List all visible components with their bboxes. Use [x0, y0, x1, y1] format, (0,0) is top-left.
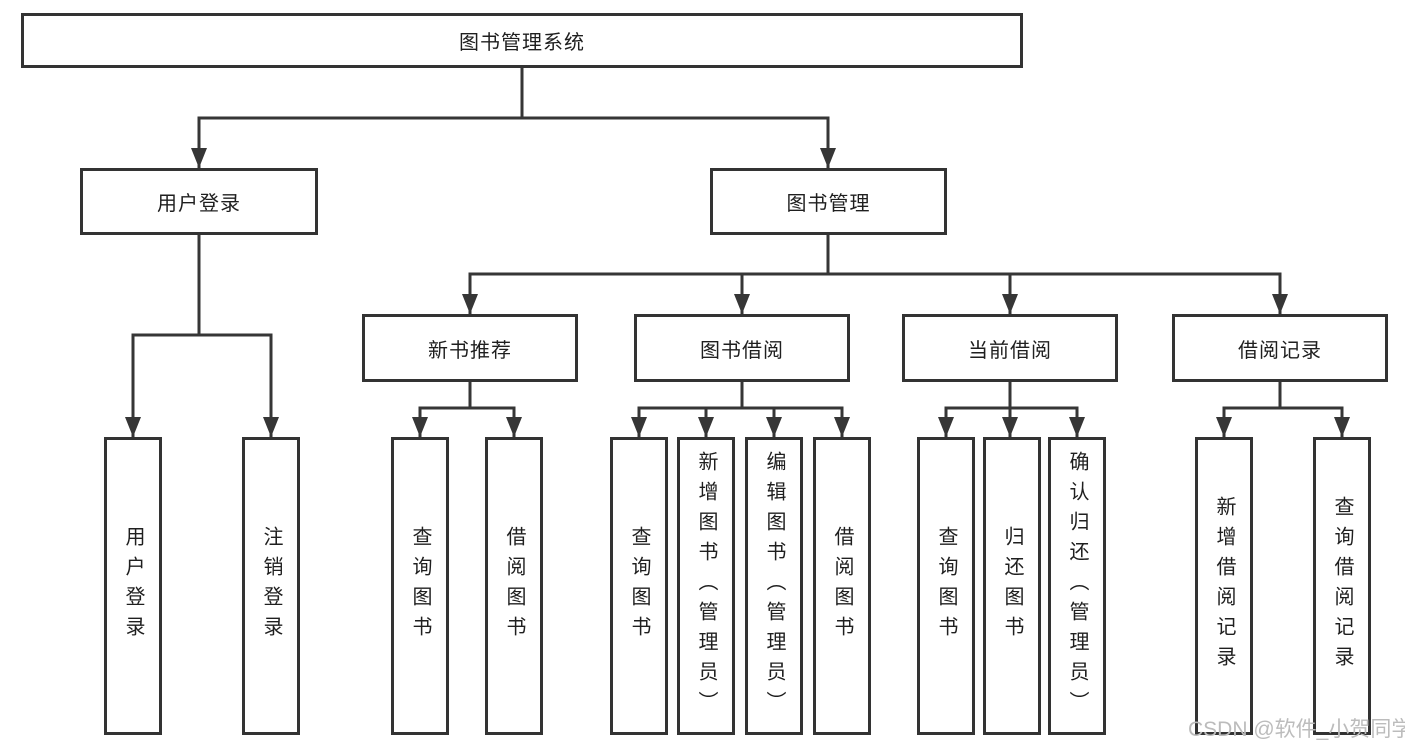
leaf-add-borrow-record-label: 新增借阅记录: [1213, 496, 1235, 676]
leaf-logout-label: 注销登录: [260, 526, 282, 646]
leaf-borrow-books-2: 借阅图书: [813, 437, 871, 735]
arrowhead: [734, 294, 750, 314]
node-book-borrowing: 图书借阅: [634, 314, 850, 382]
node-book-borrowing-label: 图书借阅: [700, 339, 784, 362]
arrowhead: [938, 417, 954, 437]
leaf-query-borrow-record: 查询借阅记录: [1313, 437, 1371, 735]
node-borrow-records-label: 借阅记录: [1238, 339, 1322, 362]
arrowhead: [263, 417, 279, 437]
leaf-return-books-label: 归还图书: [1001, 526, 1023, 646]
arrowhead: [698, 417, 714, 437]
node-book-mgmt-label: 图书管理: [786, 193, 871, 215]
leaf-query-books-1: 查询图书: [391, 437, 449, 735]
leaf-add-book-admin-label: 新增图书（管理员）: [695, 451, 717, 721]
arrowhead: [820, 148, 836, 168]
node-new-book-rec: 新书推荐: [362, 314, 578, 382]
connector-book-borrow-group: [637, 382, 844, 437]
leaf-query-books-3: 查询图书: [917, 437, 975, 735]
leaf-edit-book-admin-label: 编辑图书（管理员）: [763, 451, 785, 721]
node-root-label: 图书管理系统: [459, 32, 585, 54]
leaf-confirm-return-admin-label: 确认归还（管理员）: [1066, 451, 1088, 721]
arrowhead: [631, 417, 647, 437]
arrowhead: [506, 417, 522, 437]
node-root: 图书管理系统: [21, 13, 1023, 68]
arrowhead: [125, 417, 141, 437]
leaf-user-login: 用户登录: [104, 437, 162, 735]
leaf-query-books-3-label: 查询图书: [935, 526, 957, 646]
leaf-query-borrow-record-label: 查询借阅记录: [1331, 496, 1353, 676]
leaf-edit-book-admin: 编辑图书（管理员）: [745, 437, 803, 735]
leaf-query-books-2-label: 查询图书: [628, 526, 650, 646]
connector-user-login-bus: [131, 333, 273, 437]
leaf-borrow-books-1: 借阅图书: [485, 437, 543, 735]
leaf-borrow-books-1-label: 借阅图书: [503, 526, 525, 646]
arrowhead: [766, 417, 782, 437]
arrowhead: [1334, 417, 1350, 437]
leaf-add-borrow-record: 新增借阅记录: [1195, 437, 1253, 735]
node-book-mgmt: 图书管理: [710, 168, 947, 235]
connector-level2-bus: [197, 116, 830, 168]
arrowhead: [462, 294, 478, 314]
connector-new-book-group: [418, 382, 516, 437]
arrowhead: [1002, 294, 1018, 314]
csdn-watermark: CSDN @软件_小贺同学: [1188, 718, 1405, 741]
arrowhead: [1069, 417, 1085, 437]
node-user-login: 用户登录: [80, 168, 318, 235]
arrowhead: [191, 148, 207, 168]
leaf-confirm-return-admin: 确认归还（管理员）: [1048, 437, 1106, 735]
leaf-logout: 注销登录: [242, 437, 300, 735]
leaf-user-login-label: 用户登录: [122, 526, 144, 646]
connector-borrow-record-group: [1222, 382, 1344, 437]
arrowhead: [1272, 294, 1288, 314]
node-current-borrowing: 当前借阅: [902, 314, 1118, 382]
leaf-query-books-2: 查询图书: [610, 437, 668, 735]
connector-level3-bus: [468, 272, 1282, 314]
arrowhead: [1002, 417, 1018, 437]
node-new-book-rec-label: 新书推荐: [428, 339, 512, 362]
leaf-borrow-books-2-label: 借阅图书: [831, 526, 853, 646]
arrowhead: [1216, 417, 1232, 437]
node-user-login-label: 用户登录: [157, 193, 241, 215]
leaf-query-books-1-label: 查询图书: [409, 526, 431, 646]
arrowhead: [412, 417, 428, 437]
node-borrow-records: 借阅记录: [1172, 314, 1388, 382]
arrowhead: [834, 417, 850, 437]
node-current-borrowing-label: 当前借阅: [968, 339, 1052, 362]
leaf-add-book-admin: 新增图书（管理员）: [677, 437, 735, 735]
leaf-return-books: 归还图书: [983, 437, 1041, 735]
